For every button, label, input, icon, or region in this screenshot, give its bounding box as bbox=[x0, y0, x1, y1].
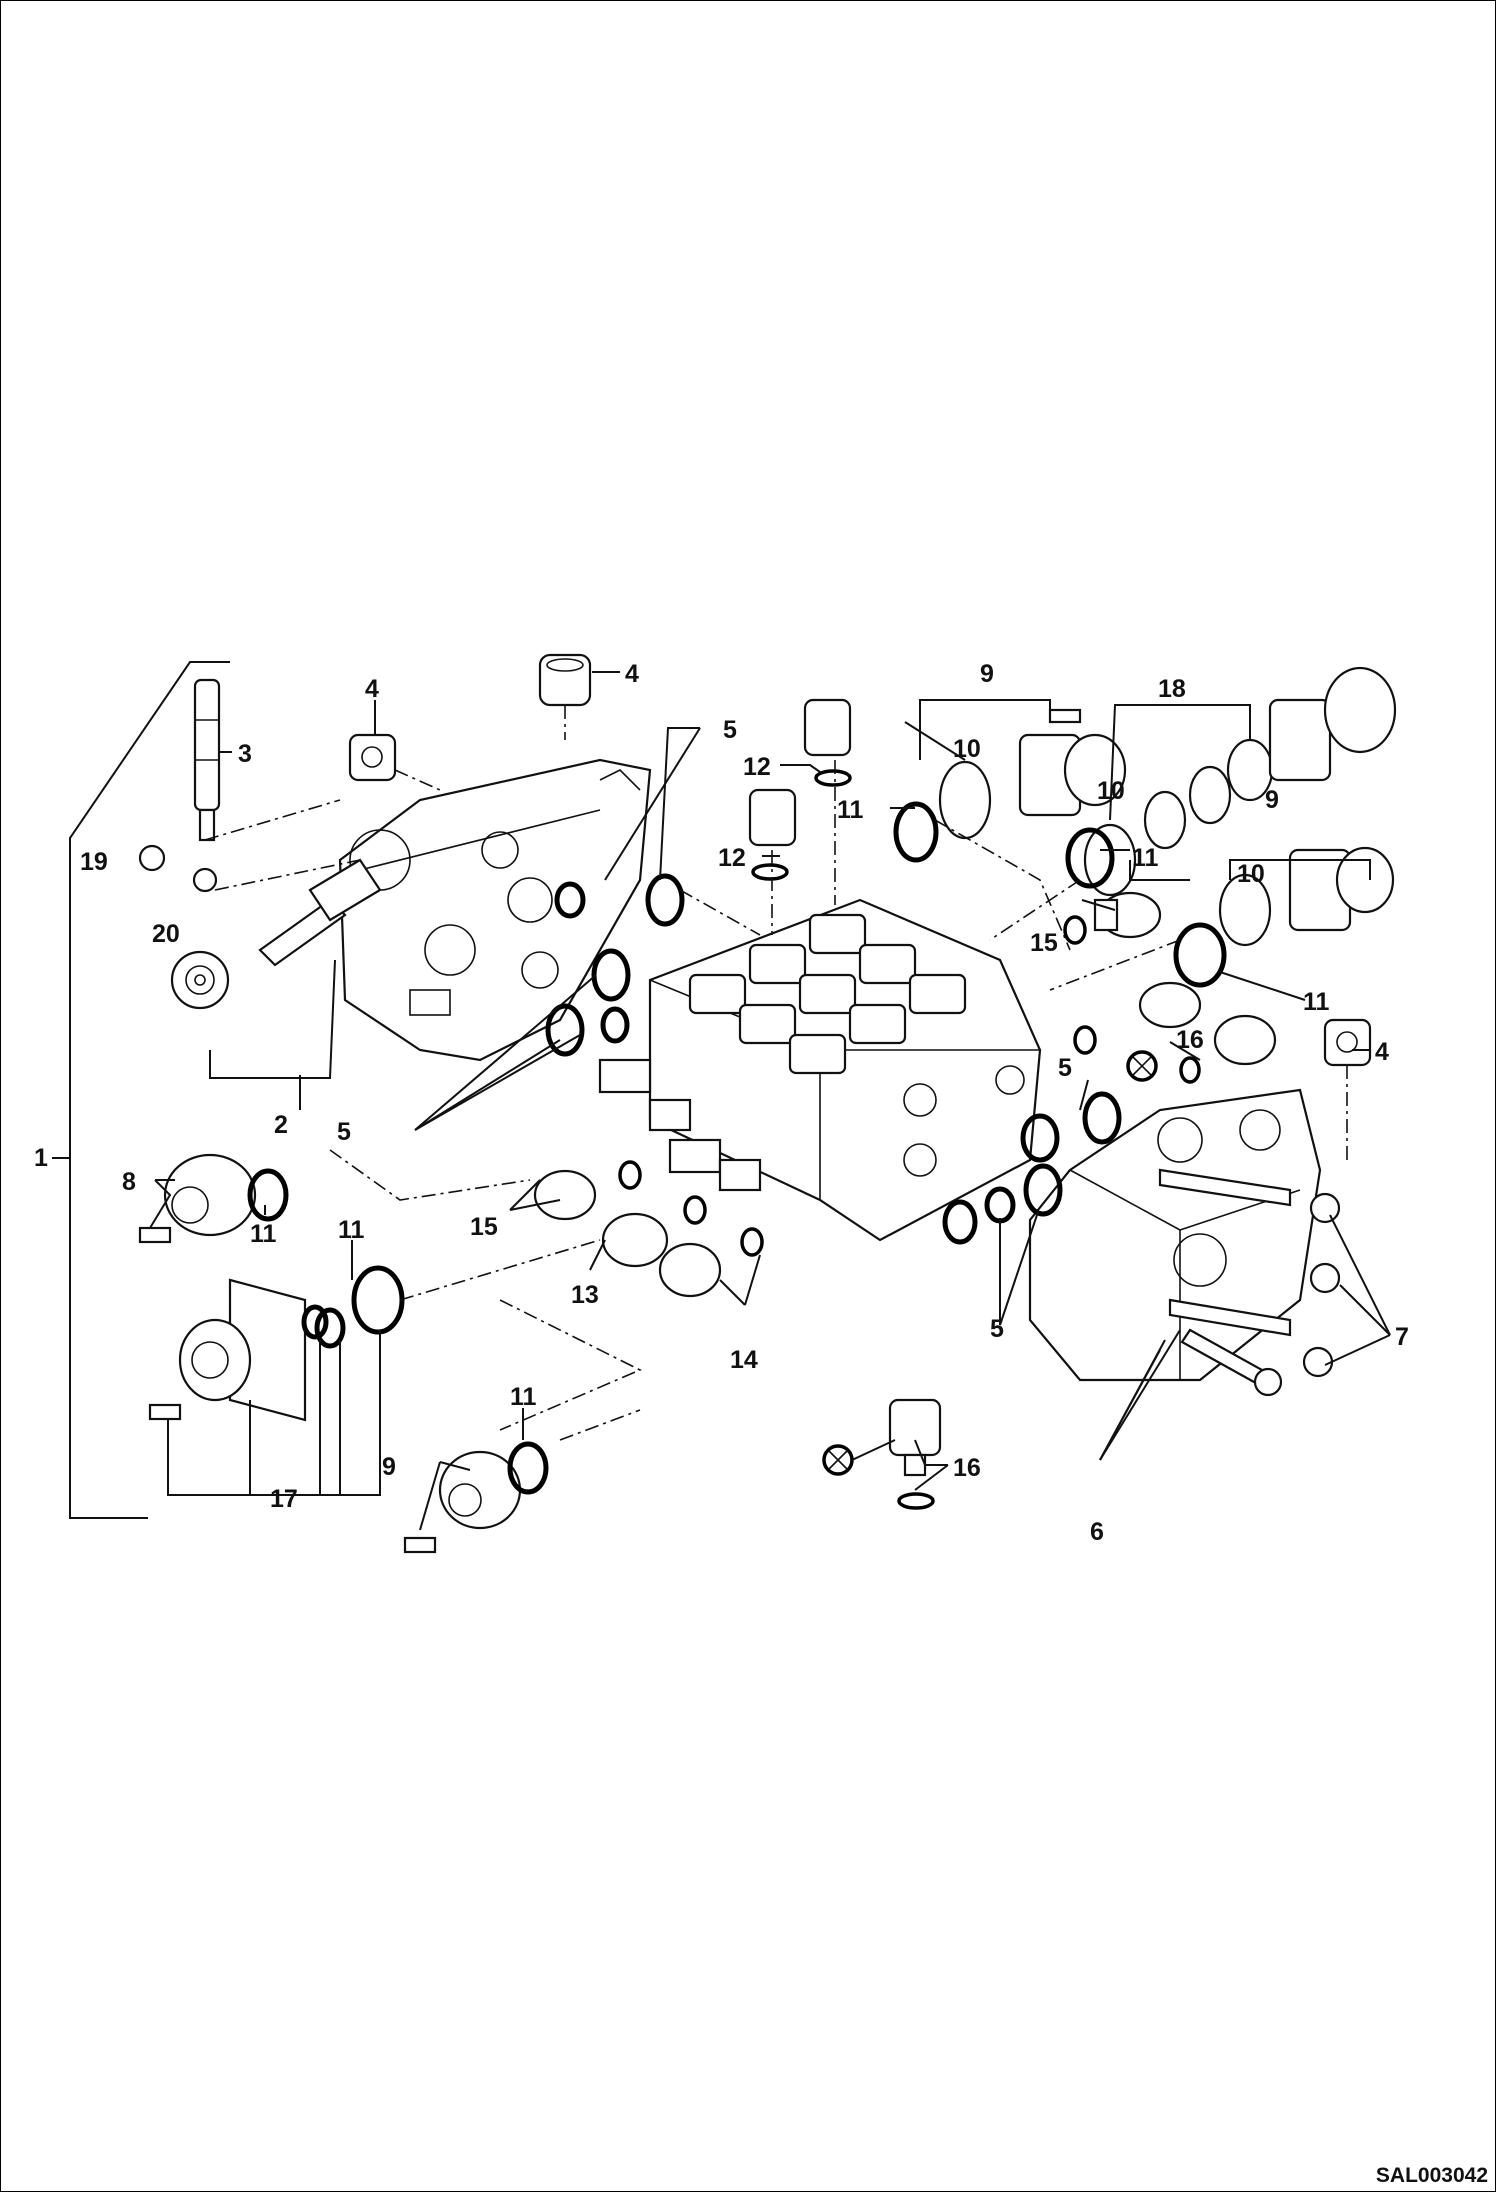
callout-12-top: 12 bbox=[743, 753, 771, 781]
inlet-plug bbox=[170, 950, 230, 1010]
callout-3: 3 bbox=[238, 740, 252, 768]
callout-11-left: 11 bbox=[250, 1220, 277, 1248]
actuator-8 bbox=[138, 1153, 257, 1244]
callout-16-right: 16 bbox=[1176, 1026, 1204, 1054]
callout-6: 6 bbox=[1090, 1518, 1104, 1546]
plug-4-top bbox=[348, 653, 592, 782]
relief-valve-16-right bbox=[1138, 981, 1277, 1066]
solenoid-valve bbox=[193, 678, 221, 842]
callout-4-right: 4 bbox=[1375, 1038, 1389, 1066]
callout-4-left: 4 bbox=[365, 675, 379, 703]
callout-1: 1 bbox=[34, 1144, 48, 1172]
callout-labels: 1 2 3 4 4 4 5 5 5 5 6 7 8 9 9 9 10 10 10… bbox=[34, 660, 1409, 1546]
callout-11-top: 11 bbox=[837, 796, 864, 824]
actuator-9-top bbox=[938, 708, 1127, 840]
callout-2: 2 bbox=[274, 1111, 288, 1139]
callout-18: 18 bbox=[1158, 675, 1186, 703]
callout-9-bottom: 9 bbox=[382, 1453, 396, 1481]
callout-5-right: 5 bbox=[1058, 1054, 1072, 1082]
valve-body bbox=[598, 898, 1042, 1242]
spool bbox=[258, 858, 382, 967]
callout-11-right: 11 bbox=[1303, 988, 1330, 1016]
o-rings bbox=[247, 769, 1227, 1510]
plug-4-right bbox=[1323, 1018, 1372, 1067]
callout-11-bottom: 11 bbox=[510, 1383, 537, 1411]
actuator-9-middle bbox=[1218, 846, 1395, 947]
callout-15-left: 15 bbox=[470, 1213, 498, 1241]
callout-5-bottom: 5 bbox=[990, 1315, 1004, 1343]
callout-5-top: 5 bbox=[723, 716, 737, 744]
callout-4-top: 4 bbox=[625, 660, 639, 688]
check-valves-12 bbox=[748, 698, 852, 847]
callout-9-top: 9 bbox=[980, 660, 994, 688]
actuator-17 bbox=[148, 1278, 307, 1422]
callout-13: 13 bbox=[571, 1281, 599, 1309]
callout-11-lower-left: 11 bbox=[338, 1216, 365, 1244]
relief-valve-15-right bbox=[1093, 891, 1162, 939]
image-reference-code: SAL003042 bbox=[1375, 2164, 1488, 2187]
callout-14: 14 bbox=[730, 1346, 758, 1374]
callout-5-left: 5 bbox=[337, 1118, 351, 1146]
callout-8: 8 bbox=[122, 1168, 136, 1196]
outlet-section bbox=[1028, 1088, 1322, 1382]
center-lines bbox=[204, 705, 1348, 1441]
callout-10-middle: 10 bbox=[1097, 777, 1125, 805]
relief-valves-13-14-15 bbox=[533, 1169, 722, 1298]
callout-15-right: 15 bbox=[1030, 929, 1058, 957]
assembly-bracket bbox=[52, 661, 230, 1519]
callout-7: 7 bbox=[1395, 1323, 1409, 1351]
callout-20: 20 bbox=[152, 920, 180, 948]
leader-lines bbox=[149, 671, 1391, 1531]
callout-12-lower: 12 bbox=[718, 844, 746, 872]
callout-10-top: 10 bbox=[953, 735, 981, 763]
fittings-19-20 bbox=[138, 844, 218, 893]
relief-valve-16-bottom bbox=[888, 1398, 942, 1477]
callout-10-right: 10 bbox=[1237, 860, 1265, 888]
callout-17: 17 bbox=[270, 1485, 298, 1513]
callout-16-bottom: 16 bbox=[953, 1454, 981, 1482]
callout-19: 19 bbox=[80, 848, 108, 876]
callout-11-middle: 11 bbox=[1132, 844, 1159, 872]
callout-9-middle: 9 bbox=[1265, 786, 1279, 814]
